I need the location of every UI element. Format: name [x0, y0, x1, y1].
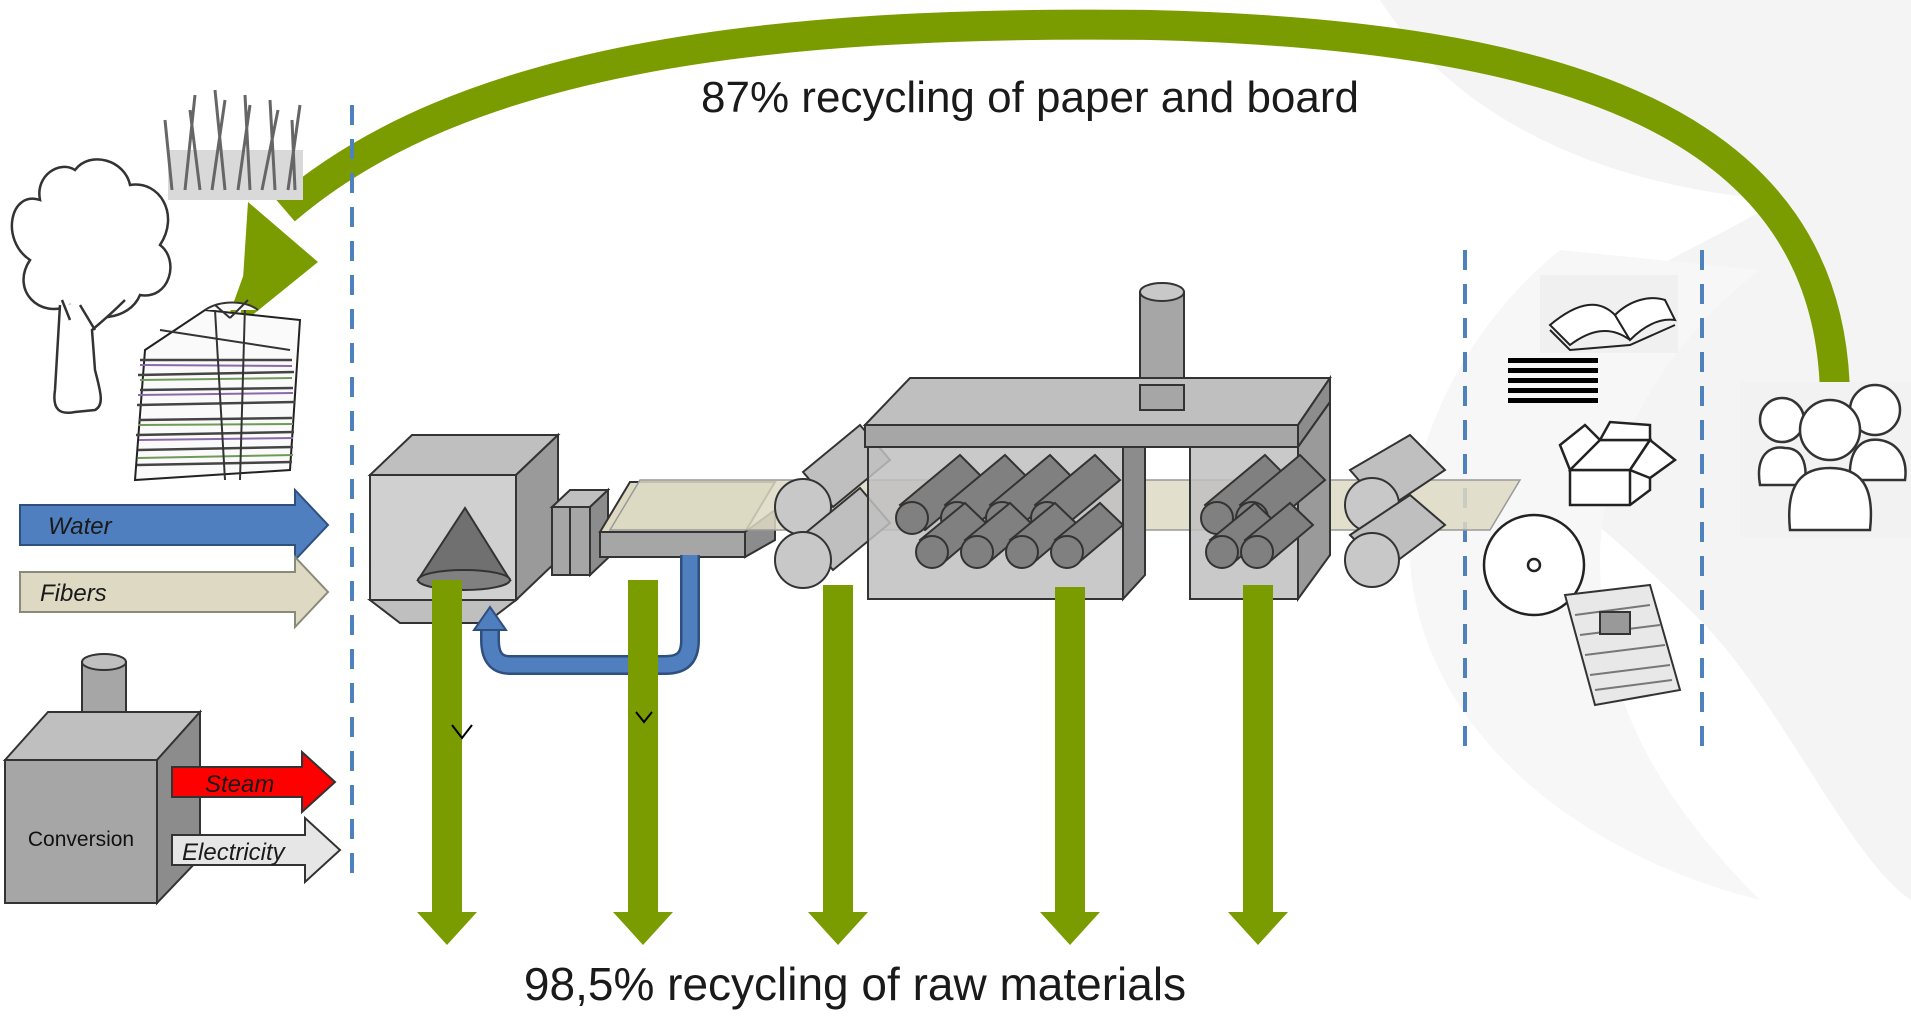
book-icon: [1540, 275, 1678, 353]
stacked-sheets-icon: [1508, 358, 1598, 403]
boiler-icon: Conversion: [2, 653, 203, 906]
steam-arrow: Steam: [171, 749, 337, 815]
water-label: Water: [48, 513, 113, 540]
down-arrow-5: [1228, 585, 1288, 945]
down-arrow-4: [1040, 587, 1100, 945]
pulper-tank: [367, 432, 561, 624]
raw-material-arrows: [417, 580, 1288, 945]
dryer-cylinders: [895, 453, 1327, 569]
top-recycling-label: 87% recycling of paper and board: [701, 73, 1359, 122]
conversion-label: Conversion: [28, 828, 134, 851]
down-arrow-1: [417, 580, 477, 945]
calender-rollers: [1344, 433, 1447, 588]
people-icon: [1740, 382, 1911, 537]
down-arrow-3: [808, 585, 868, 945]
newspaper-icon: [1563, 583, 1682, 707]
water-arrow: Water: [19, 487, 330, 563]
electricity-label: Electricity: [182, 839, 287, 866]
small-black-arrows: [451, 711, 653, 740]
fibers-label: Fibers: [40, 580, 107, 607]
paper-stack-icon: [133, 299, 302, 482]
disc-icon: [1482, 513, 1586, 617]
box-icon: [1558, 420, 1678, 507]
steam-label: Steam: [205, 771, 274, 798]
bottom-recycling-label: 98,5% recycling of raw materials: [524, 958, 1186, 1010]
fibers-arrow: Fibers: [19, 554, 330, 630]
backwater-loop: [472, 555, 700, 675]
tree-icon: [10, 158, 172, 414]
down-arrow-2: [613, 580, 673, 945]
grass-icon: [163, 89, 303, 200]
electricity-arrow: Electricity: [171, 815, 342, 885]
top-recycling-arrow: [228, 9, 1850, 396]
